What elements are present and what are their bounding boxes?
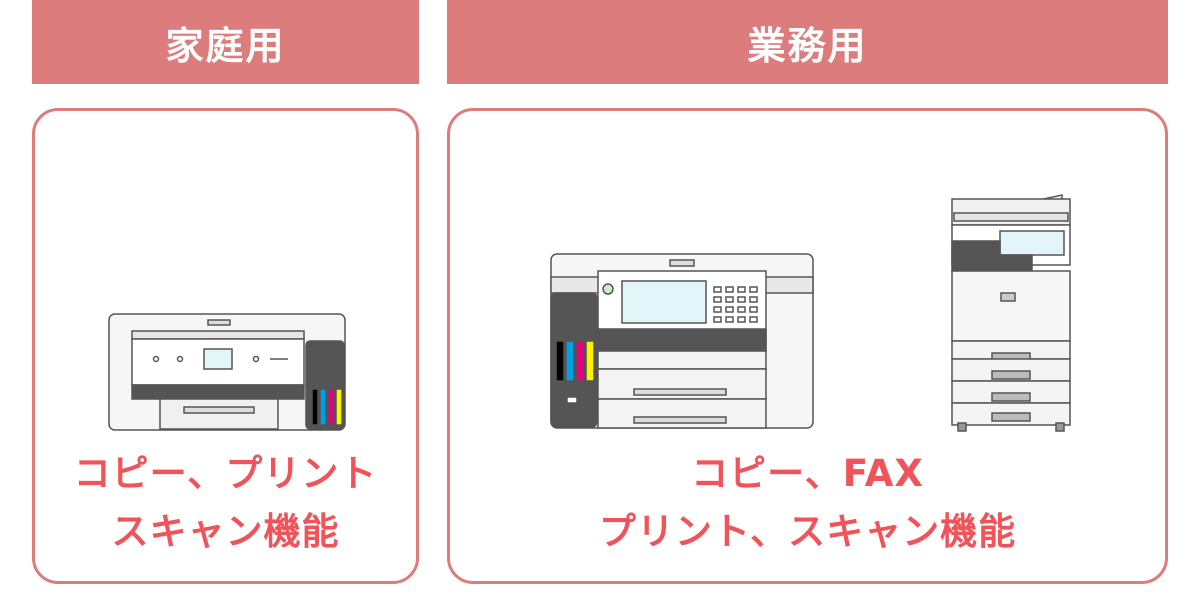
business-use-panel: コピー、FAX プリント、スキャン機能: [447, 108, 1168, 584]
caption-line: コピー、FAX: [691, 452, 924, 495]
business-use-title: 業務用: [747, 23, 868, 68]
caption-line: コピー、プリント: [73, 452, 378, 495]
office-copier-icon: [951, 194, 1071, 432]
home-use-panel: コピー、プリント スキャン機能: [32, 108, 419, 584]
business-use-caption: コピー、FAX プリント、スキャン機能: [450, 445, 1165, 561]
inkjet-printer-icon: [108, 313, 346, 431]
caption-line: スキャン機能: [111, 510, 340, 553]
business-use-header: 業務用: [447, 0, 1168, 84]
multifunction-printer-icon: [550, 253, 814, 429]
home-use-title: 家庭用: [165, 23, 286, 68]
home-use-header: 家庭用: [32, 0, 419, 84]
home-use-caption: コピー、プリント スキャン機能: [35, 445, 416, 561]
caption-line: プリント、スキャン機能: [598, 510, 1017, 553]
